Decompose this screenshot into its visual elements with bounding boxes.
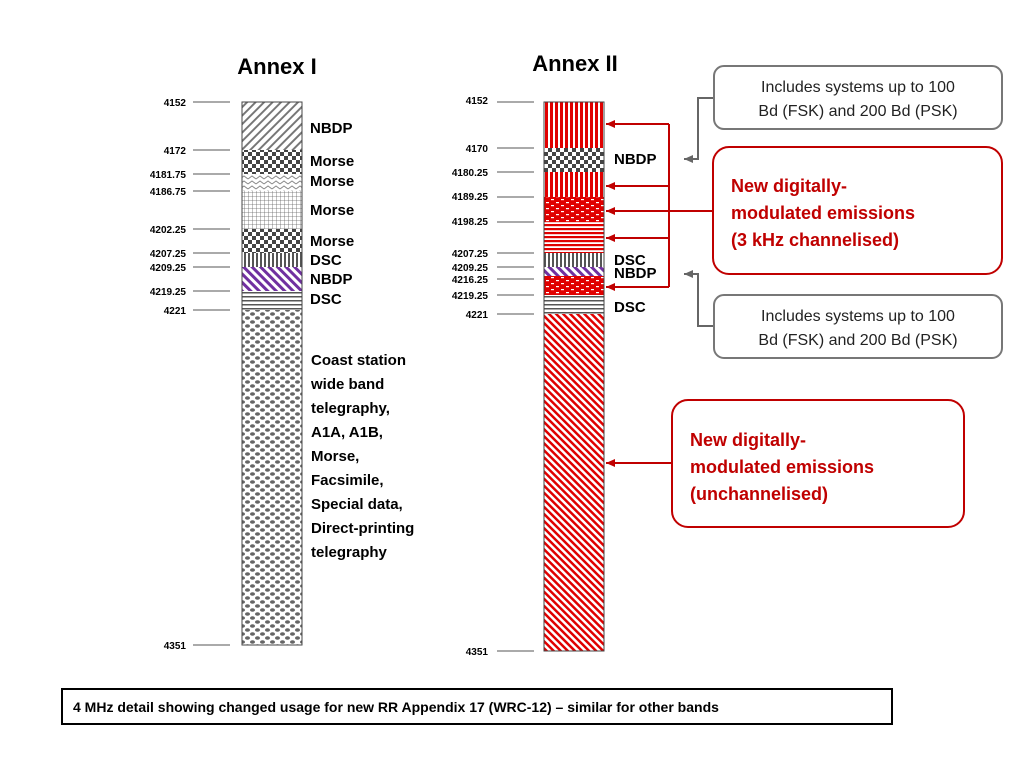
annex1-tick-label: 4172 bbox=[164, 146, 187, 157]
annex1-band-label: NBDP bbox=[310, 120, 353, 137]
annex1-band-label: DSC bbox=[310, 252, 342, 269]
red-bracket-connector bbox=[606, 120, 713, 291]
caption-text: 4 MHz detail showing changed usage for n… bbox=[73, 699, 719, 715]
annex2-tick-label: 4170 bbox=[466, 144, 489, 155]
callout-red-unchannelised: New digitally- modulated emissions (unch… bbox=[671, 399, 965, 528]
annex2-tick-label: 4207.25 bbox=[452, 249, 489, 260]
callout-gray-line: Includes systems up to 100 bbox=[761, 79, 955, 96]
annex1-band-label: DSC bbox=[310, 291, 342, 308]
annex1-band-label: Morse bbox=[310, 233, 354, 250]
coast-text-line: wide band bbox=[310, 376, 384, 393]
callout-gray-bottom: Includes systems up to 100 Bd (FSK) and … bbox=[713, 294, 1003, 359]
annex1-tick-label: 4152 bbox=[164, 98, 187, 109]
coast-text-line: Facsimile, bbox=[311, 472, 384, 489]
annex1-bar bbox=[241, 101, 303, 646]
gray-arrow-top bbox=[684, 97, 714, 163]
annex1-band-dsc bbox=[242, 291, 302, 310]
annex2-tick-label: 4189.25 bbox=[452, 192, 489, 203]
annex1-band-label: NBDP bbox=[310, 271, 353, 288]
annex2-ticks: 4152 4170 4180.25 4189.25 4198.25 4207.2… bbox=[452, 96, 534, 658]
annex2-band-new-digital bbox=[544, 222, 604, 253]
annex2-band-label: DSC bbox=[614, 299, 646, 316]
annex2-tick-label: 4180.25 bbox=[452, 168, 489, 179]
annex2-band-new-digital bbox=[544, 197, 604, 222]
annex2-band-dsc bbox=[544, 295, 604, 314]
annex1-band-label: Morse bbox=[310, 202, 354, 219]
annex1-band-dsc bbox=[242, 253, 302, 267]
callout-gray-line: Bd (FSK) and 200 Bd (PSK) bbox=[758, 332, 957, 349]
annex1-ticks: 4152 4172 4181.75 4186.75 4202.25 4207.2… bbox=[150, 98, 230, 652]
coast-text-line: Direct-printing bbox=[311, 520, 414, 537]
annex1-title: Annex I bbox=[237, 54, 316, 79]
annex2-band-new-digital bbox=[544, 102, 604, 148]
annex1-band-nbdp bbox=[242, 102, 302, 150]
annex2-band-label: NBDP bbox=[614, 265, 657, 282]
annex2-band-labels: NBDP DSC NBDP DSC bbox=[614, 151, 657, 316]
annex2-tick-label: 4152 bbox=[466, 96, 489, 107]
annex2-tick-label: 4219.25 bbox=[452, 291, 489, 302]
annex1-band-label: Morse bbox=[310, 153, 354, 170]
annex1-tick-label: 4207.25 bbox=[150, 249, 187, 260]
annex1-band-nbdp bbox=[242, 267, 302, 291]
callout-red-line: modulated emissions bbox=[731, 203, 915, 223]
callout-red-line: modulated emissions bbox=[690, 457, 874, 477]
annex1-band-morse bbox=[242, 229, 302, 253]
callout-red-line: (unchannelised) bbox=[690, 484, 828, 504]
annex2-bar bbox=[543, 101, 605, 652]
annex2-tick-label: 4198.25 bbox=[452, 217, 489, 228]
callout-red-line: New digitally- bbox=[731, 176, 847, 196]
callout-red-line: (3 kHz channelised) bbox=[731, 230, 899, 250]
annex2-band-unchannelised bbox=[544, 314, 604, 651]
annex1-tick-label: 4181.75 bbox=[150, 170, 187, 181]
coast-text-line: telegraphy, bbox=[311, 400, 390, 417]
annex2-bar-outline bbox=[543, 101, 605, 652]
annex1-band-morse bbox=[242, 150, 302, 174]
coast-text-line: A1A, A1B, bbox=[311, 424, 383, 441]
annex1-band-coast-station bbox=[242, 310, 302, 645]
annex1-tick-label: 4221 bbox=[164, 306, 187, 317]
annex1-band-label: Morse bbox=[310, 173, 354, 190]
callout-red-channelised: New digitally- modulated emissions (3 kH… bbox=[712, 146, 1003, 275]
annex2-band-nbdp bbox=[544, 148, 604, 172]
annex2-title: Annex II bbox=[532, 51, 618, 76]
annex1-tick-label: 4186.75 bbox=[150, 187, 187, 198]
gray-arrow-bottom bbox=[684, 270, 714, 327]
coast-text-line: Special data, bbox=[311, 496, 403, 513]
coast-text-line: telegraphy bbox=[311, 544, 388, 561]
annex2-band-new-digital bbox=[544, 172, 604, 197]
annex2-band-dsc bbox=[544, 253, 604, 267]
annex1-bar-outline bbox=[241, 101, 303, 646]
annex1-tick-label: 4202.25 bbox=[150, 225, 187, 236]
annex2-tick-label: 4351 bbox=[466, 647, 489, 658]
annex2-band-label: NBDP bbox=[614, 151, 657, 168]
annex1-band-labels: NBDP Morse Morse Morse Morse DSC NBDP DS… bbox=[310, 120, 354, 308]
annex2-tick-label: 4216.25 bbox=[452, 275, 489, 286]
callout-gray-top: Includes systems up to 100 Bd (FSK) and … bbox=[713, 65, 1003, 130]
callout-red-line: New digitally- bbox=[690, 430, 806, 450]
annex1-band-morse bbox=[242, 191, 302, 229]
annex2-band-new-digital bbox=[544, 276, 604, 295]
annex1-band-morse bbox=[242, 174, 302, 191]
annex1-tick-label: 4351 bbox=[164, 641, 187, 652]
coast-text-line: Morse, bbox=[311, 448, 359, 465]
annex2-band-nbdp bbox=[544, 267, 604, 276]
callout-gray-line: Bd (FSK) and 200 Bd (PSK) bbox=[758, 103, 957, 120]
callout-gray-line: Includes systems up to 100 bbox=[761, 308, 955, 325]
coast-text-line: Coast station bbox=[311, 352, 406, 369]
caption-box: 4 MHz detail showing changed usage for n… bbox=[61, 688, 893, 725]
annex1-coast-station-text: Coast station wide band telegraphy, A1A,… bbox=[310, 352, 414, 561]
annex1-tick-label: 4219.25 bbox=[150, 287, 187, 298]
annex2-tick-label: 4209.25 bbox=[452, 263, 489, 274]
annex2-tick-label: 4221 bbox=[466, 310, 489, 321]
annex2-band-label: DSC bbox=[614, 252, 646, 269]
annex1-tick-label: 4209.25 bbox=[150, 263, 187, 274]
